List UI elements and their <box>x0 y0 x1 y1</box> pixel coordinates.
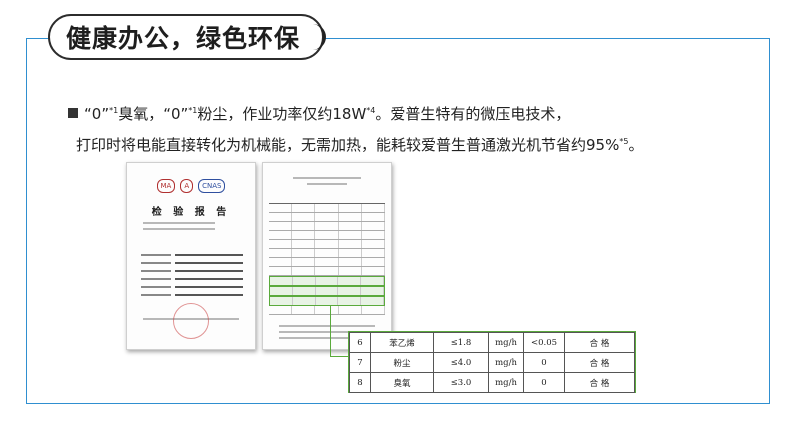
footnote-mark: *5 <box>619 137 629 146</box>
table-row: 6 苯乙烯 ≤1.8 mg/h <0.05 合 格 <box>349 332 635 353</box>
cover-field <box>141 254 243 256</box>
highlighted-row <box>269 276 385 286</box>
text-part: 臭氧，“0” <box>118 105 189 123</box>
cnas-logo-icon: CNAS <box>198 179 226 193</box>
cell-no: 6 <box>349 332 371 353</box>
zoom-connector-line <box>330 356 348 357</box>
cell-item: 粉尘 <box>370 352 434 373</box>
footnote-mark: *1 <box>109 106 119 115</box>
section-title: 健康办公，绿色环保 <box>66 24 301 53</box>
text-part: 打印时将电能直接转化为机械能，无需加热，能耗较爱普生普通激光机节省约95% <box>76 136 620 154</box>
footnote-mark: *4 <box>366 106 376 115</box>
cell-result: 0 <box>523 372 565 393</box>
highlighted-row <box>269 296 385 306</box>
report-cover-title: 检 验 报 告 <box>151 207 231 218</box>
cma-logo-icon: MA <box>156 179 176 193</box>
results-mini-table <box>269 203 386 315</box>
intro-line-2: 打印时将电能直接转化为机械能，无需加热，能耗较爱普生普通激光机节省约95%*5。 <box>68 128 758 159</box>
table-row: 8 臭氧 ≤3.0 mg/h 0 合 格 <box>349 372 635 393</box>
cover-field <box>141 286 243 288</box>
results-header-line <box>307 183 347 185</box>
official-seal-icon <box>173 303 209 339</box>
text-part: 粉尘，作业功率仅约18W <box>197 105 367 123</box>
report-cover-page: MA A CNAS 检 验 报 告 <box>126 162 256 350</box>
intro-paragraph: “0”*1臭氧，“0”*1粉尘，作业功率仅约18W*4。爱普生特有的微压电技术，… <box>68 97 758 159</box>
text-part: 。爱普生特有的微压电技术， <box>375 105 571 123</box>
intro-line-1: “0”*1臭氧，“0”*1粉尘，作业功率仅约18W*4。爱普生特有的微压电技术， <box>68 97 758 128</box>
section-title-badge: 健康办公，绿色环保 <box>48 14 327 60</box>
text-part: “0” <box>84 105 110 123</box>
cell-verdict: 合 格 <box>564 352 635 373</box>
cell-item: 苯乙烯 <box>370 332 434 353</box>
cell-result: <0.05 <box>523 332 565 353</box>
cover-text-line <box>143 222 215 224</box>
cell-item: 臭氧 <box>370 372 434 393</box>
results-note-line <box>279 325 375 327</box>
highlighted-row <box>269 286 385 296</box>
report-results-page <box>262 162 392 350</box>
results-note-line <box>279 331 375 333</box>
results-header-line <box>293 177 361 179</box>
cover-field <box>141 262 243 264</box>
text-part: 。 <box>628 136 644 154</box>
cell-result: 0 <box>523 352 565 373</box>
cell-no: 7 <box>349 352 371 373</box>
cell-unit: mg/h <box>488 352 524 373</box>
table-row: 7 粉尘 ≤4.0 mg/h 0 合 格 <box>349 352 635 373</box>
cell-no: 8 <box>349 372 371 393</box>
results-note-line <box>279 337 351 339</box>
cover-field <box>141 294 243 296</box>
content-frame <box>26 38 770 404</box>
zoomed-results-table: 6 苯乙烯 ≤1.8 mg/h <0.05 合 格 7 粉尘 ≤4.0 mg/h… <box>348 331 636 393</box>
zoom-connector-line <box>330 306 331 356</box>
certification-logos: MA A CNAS <box>127 179 255 193</box>
cell-limit: ≤1.8 <box>433 332 489 353</box>
cover-field <box>141 270 243 272</box>
cell-unit: mg/h <box>488 332 524 353</box>
cell-unit: mg/h <box>488 372 524 393</box>
footnote-mark: *1 <box>188 106 198 115</box>
title-bracket-decoration <box>309 24 327 50</box>
cell-verdict: 合 格 <box>564 372 635 393</box>
bullet-square-icon <box>68 108 78 118</box>
cell-limit: ≤3.0 <box>433 372 489 393</box>
cover-text-line <box>143 228 215 230</box>
cell-limit: ≤4.0 <box>433 352 489 373</box>
cell-verdict: 合 格 <box>564 332 635 353</box>
accreditation-logo-icon: A <box>180 179 194 193</box>
cover-field <box>141 278 243 280</box>
